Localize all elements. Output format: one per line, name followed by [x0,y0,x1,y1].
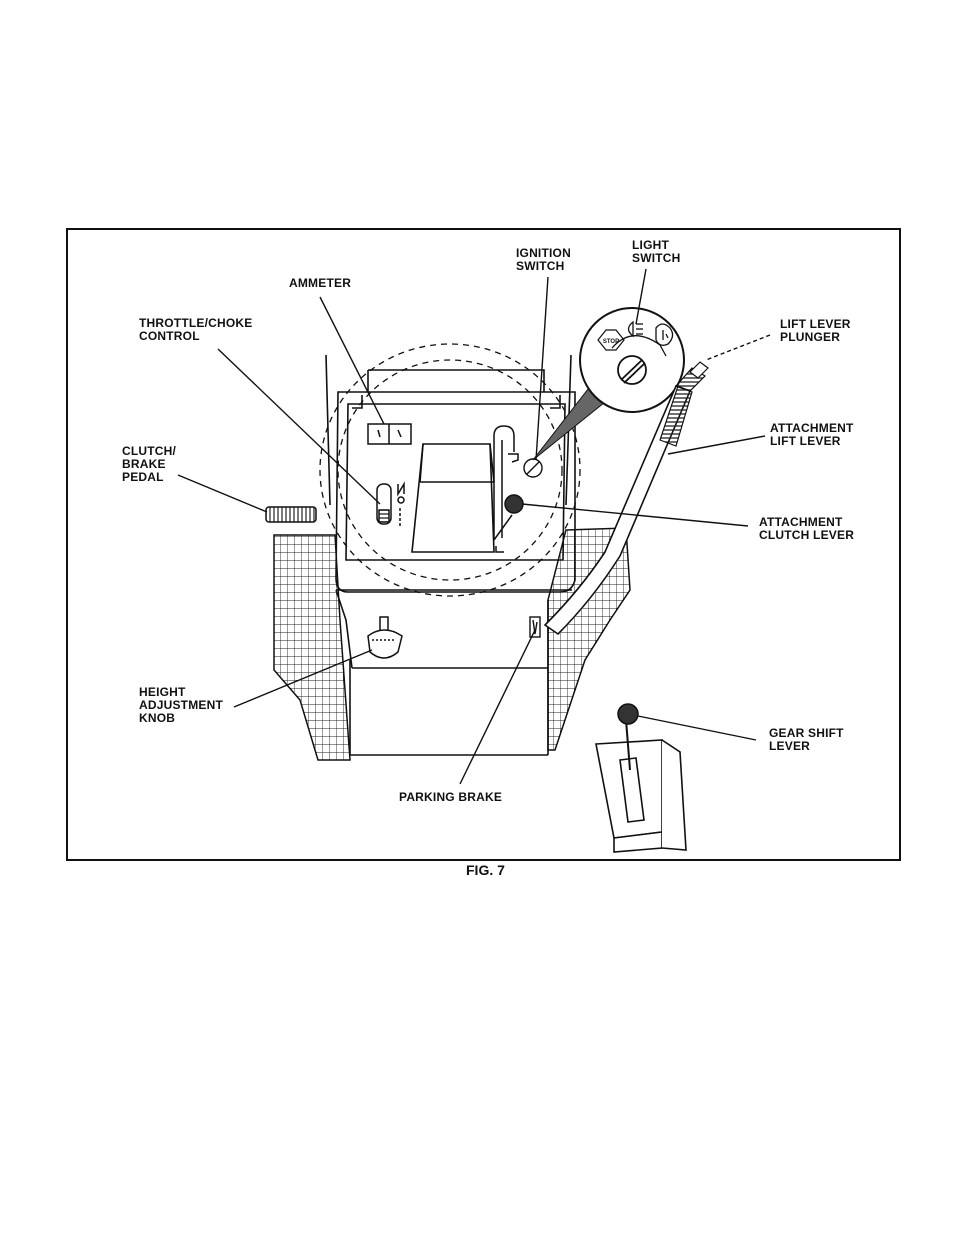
clutch-brake-pedal[interactable] [266,507,316,522]
height-knob-label: HEIGHT ADJUSTMENT KNOB [139,686,223,725]
figure-caption: FIG. 7 [466,862,505,878]
attachment-lift-label: ATTACHMENT LIFT LEVER [770,422,854,448]
parking-brake-label: PARKING BRAKE [399,791,502,804]
height-adjustment-knob[interactable] [368,617,402,658]
tractor-body [326,355,572,755]
attachment-clutch-slot [494,426,518,552]
ammeter-gauge [368,424,411,444]
parking-brake[interactable] [530,617,540,637]
attachment-clutch-knob[interactable] [505,495,523,513]
gear-shift-label: GEAR SHIFT LEVER [769,727,844,753]
ignition-switch-label: IGNITION SWITCH [516,247,571,273]
left-fender-grille [274,535,350,760]
gear-shift-assembly [596,740,686,852]
lift-plunger-label: LIFT LEVER PLUNGER [780,318,851,344]
gear-shift-knob[interactable] [618,704,638,724]
ammeter-label: AMMETER [289,277,351,290]
attachment-clutch-label: ATTACHMENT CLUTCH LEVER [759,516,854,542]
light-switch-label: LIGHT SWITCH [632,239,681,265]
throttle-choke-control [377,484,404,526]
ignition-switch[interactable] [524,459,542,477]
throttle-choke-label: THROTTLE/CHOKE CONTROL [139,317,252,343]
clutch-brake-label: CLUTCH/ BRAKE PEDAL [122,445,176,484]
stop-icon: STOP [603,339,619,345]
